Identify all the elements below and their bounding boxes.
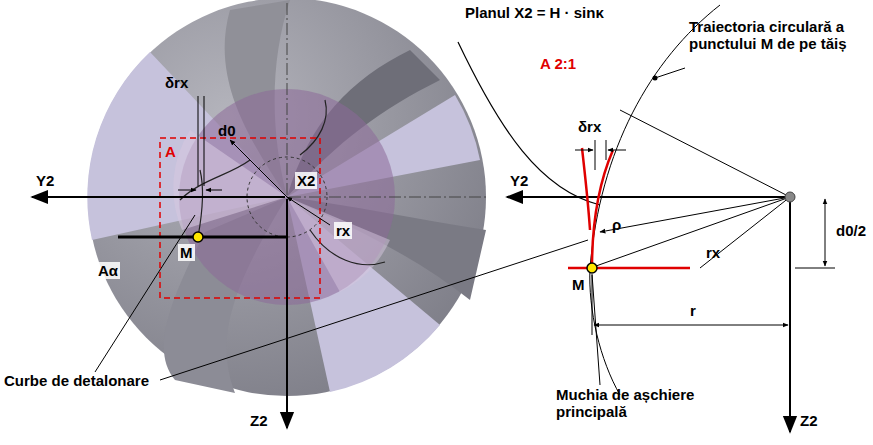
- axis-label: Z2: [800, 412, 818, 429]
- point-label: M: [178, 244, 195, 261]
- edge-label: Muchia de așchiere principală: [556, 386, 726, 421]
- dimension-label: rx: [334, 222, 352, 239]
- axis-label: X2: [295, 172, 317, 189]
- plane-label: Planul X2 = H · sinκ: [465, 4, 604, 21]
- detail-scale: A 2:1: [540, 55, 576, 72]
- dimension-label: ρ: [612, 216, 621, 233]
- dimension-label: δrx: [165, 74, 188, 91]
- trajectory-label: Traiectoria circulară a punctului M de p…: [689, 18, 869, 53]
- axis-label: Y2: [36, 172, 54, 189]
- axis-label: Z2: [250, 412, 268, 429]
- dimension-label: δrx: [578, 118, 601, 135]
- dimension-label: r: [690, 302, 696, 319]
- surface-label: Aα: [96, 262, 120, 279]
- point-label: M: [572, 276, 585, 293]
- dimension-label: rx: [706, 244, 720, 261]
- detail-mark: A: [165, 143, 176, 160]
- leader-label: Curbe de detalonare: [4, 372, 154, 389]
- dimension-label: d0: [218, 122, 236, 139]
- axis-label: Y2: [510, 172, 528, 189]
- dimension-label: d0/2: [836, 222, 866, 239]
